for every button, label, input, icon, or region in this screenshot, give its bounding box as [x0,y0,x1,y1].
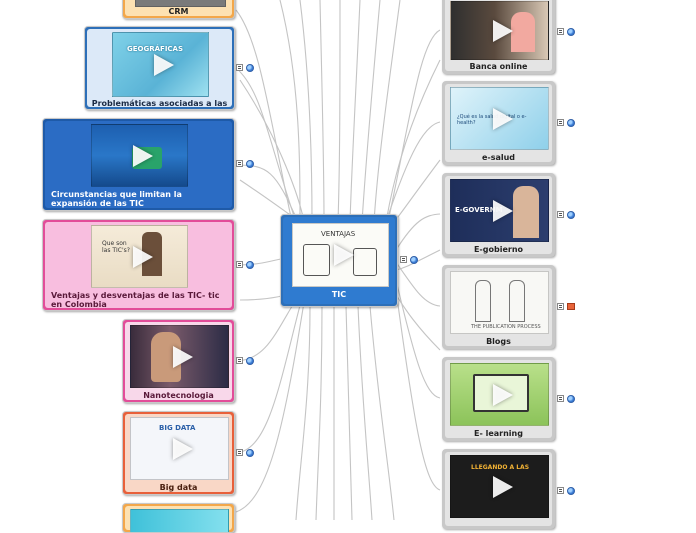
globe-icon[interactable] [246,357,254,365]
node-blogs[interactable]: THE PUBLICATION PROCESS Blogs [442,265,555,349]
esalud-video-thumbnail[interactable]: ¿Qué es la salud digital o e-health? [450,87,549,150]
egobierno-controls [557,211,577,219]
note-icon[interactable] [236,357,243,364]
circunstancias-controls [236,160,256,168]
note-icon[interactable] [236,64,243,71]
node-label: E- learning [474,429,523,438]
node-ventajas[interactable]: Que son las TIC's? Ventajas y desventaja… [42,219,235,311]
node-label: Big data [159,483,198,492]
blogs-controls [557,303,577,311]
note-icon[interactable] [236,449,243,456]
play-icon [492,475,513,498]
problematicas-controls [236,64,256,72]
globe-icon[interactable] [246,160,254,168]
node-label: E-gobierno [473,245,524,254]
play-icon [492,383,513,406]
node-label: e-salud [481,153,516,162]
blogs-video-thumbnail[interactable]: THE PUBLICATION PROCESS [450,271,549,334]
note-icon[interactable] [236,160,243,167]
ventajas-controls [236,261,256,269]
circunstancias-video-thumbnail[interactable] [91,124,188,187]
globe-icon[interactable] [246,64,254,72]
node-label: Circunstancias que limitan la expansión … [51,190,182,208]
note-icon[interactable] [557,303,564,310]
elearning-controls [557,395,577,403]
node-circunstancias[interactable]: Circunstancias que limitan la expansión … [42,118,235,211]
node-label: TIC [331,290,347,299]
globe-icon[interactable] [567,211,575,219]
bigdata-video-thumbnail[interactable]: BIG DATA [130,417,229,480]
node-problematicas[interactable]: GEOGRÁFICAS Problemáticas asociadas a la… [84,26,235,110]
play-icon [492,107,513,130]
banca-controls [557,28,577,36]
globe-icon[interactable] [246,261,254,269]
note-icon[interactable] [557,119,564,126]
node-elearning[interactable]: E- learning [442,357,555,441]
partial-right-video-thumbnail[interactable]: LLEGANDO A LAS [450,455,549,518]
partial-video-thumbnail[interactable] [130,509,229,532]
center-controls [400,256,420,264]
node-label: Banca online [469,62,528,71]
play-icon [333,244,354,266]
node-label: Ventajas y desventajas de las TIC- tic e… [51,291,220,309]
esalud-controls [557,119,577,127]
globe-icon[interactable] [410,256,418,264]
nanotecnologia-video-thumbnail[interactable] [130,325,229,388]
play-icon [132,245,153,268]
node-center-tic[interactable]: VENTAJAS TIC [280,214,398,307]
globe-icon[interactable] [246,449,254,457]
node-label: Nanotecnologia [143,391,214,400]
mindmap-links [235,0,441,520]
nanotecnologia-controls [236,357,256,365]
node-egobierno[interactable]: E-GOVERNM E-gobierno [442,173,555,257]
play-icon [172,437,193,460]
node-banca[interactable]: Banca online [442,0,555,74]
crm-video-thumbnail[interactable] [135,0,226,7]
play-icon [492,19,513,42]
node-nanotecnologia[interactable]: Nanotecnologia [122,319,235,403]
node-crm[interactable]: CRM [122,0,235,19]
play-icon [132,144,153,167]
note-icon[interactable] [400,256,407,263]
node-bigdata[interactable]: BIG DATA Big data [122,411,235,495]
note-icon[interactable] [557,487,564,494]
globe-icon[interactable] [567,487,575,495]
photo-icon[interactable] [567,303,575,310]
ventajas-video-thumbnail[interactable]: Que son las TIC's? [91,225,188,288]
node-partial-bottom[interactable] [122,503,235,533]
play-icon [492,199,513,222]
center-video-thumbnail[interactable]: VENTAJAS [292,223,389,287]
bigdata-controls [236,449,256,457]
partial-right-controls [557,487,577,495]
play-icon [153,53,174,76]
play-icon [172,345,193,368]
node-partial-right[interactable]: LLEGANDO A LAS [442,449,555,529]
problematicas-video-thumbnail[interactable]: GEOGRÁFICAS [112,32,209,97]
globe-icon[interactable] [567,119,575,127]
note-icon[interactable] [557,211,564,218]
node-label: Problemáticas asociadas a las TIC [91,99,228,109]
note-icon[interactable] [557,28,564,35]
note-icon[interactable] [236,261,243,268]
note-icon[interactable] [557,395,564,402]
egobierno-video-thumbnail[interactable]: E-GOVERNM [450,179,549,242]
elearning-video-thumbnail[interactable] [450,363,549,426]
banca-video-thumbnail[interactable] [450,1,549,60]
node-esalud[interactable]: ¿Qué es la salud digital o e-health? e-s… [442,81,555,165]
node-label: Blogs [486,337,511,346]
globe-icon[interactable] [567,395,575,403]
node-label: CRM [168,7,189,16]
globe-icon[interactable] [567,28,575,36]
